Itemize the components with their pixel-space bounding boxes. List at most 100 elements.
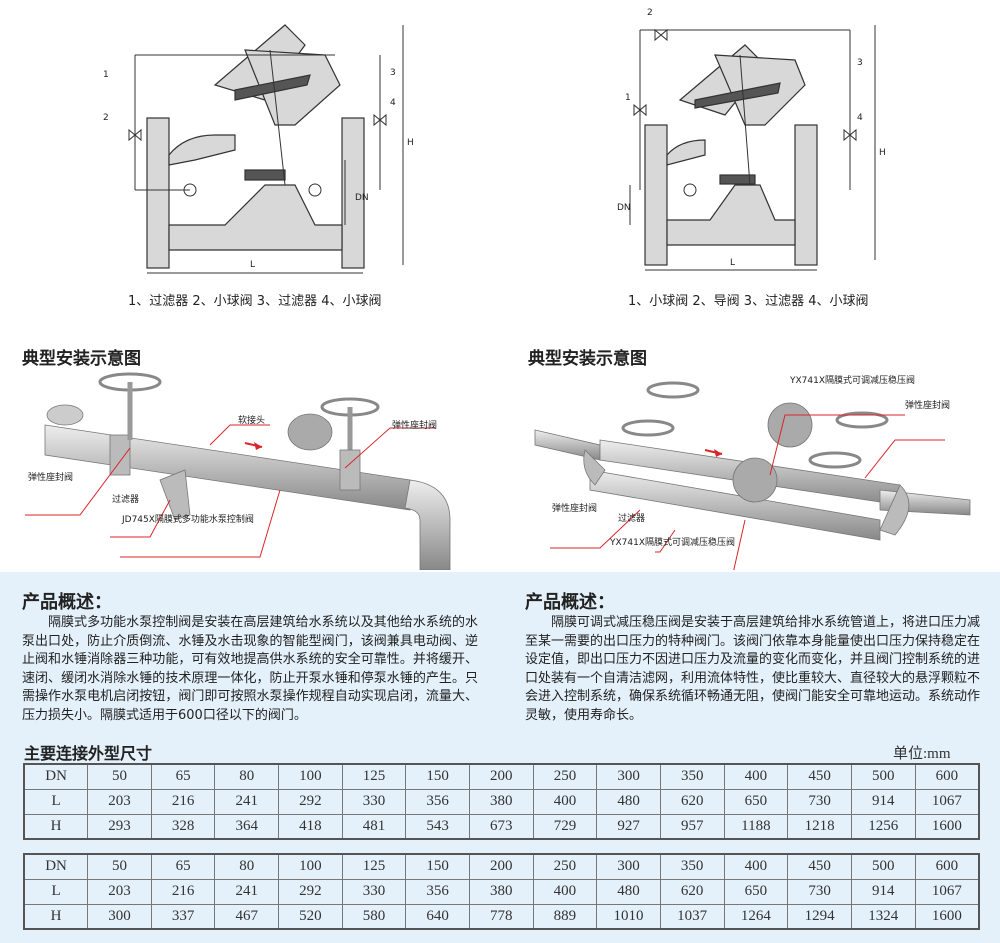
table-cell: 620 bbox=[659, 788, 725, 815]
table-cell: 729 bbox=[532, 813, 598, 840]
callout-pump-control-valve: JD745X隔膜式多功能水泵控制阀 bbox=[122, 515, 254, 525]
row-header: H bbox=[23, 813, 89, 840]
table-cell: 80 bbox=[214, 853, 279, 880]
valve-drawing-right: 1 2 3 4 H DN L bbox=[617, 8, 886, 271]
table-cell: 292 bbox=[278, 878, 343, 905]
table-cell: 1037 bbox=[659, 903, 725, 930]
table-cell: 1188 bbox=[723, 813, 789, 840]
table-cell: 364 bbox=[214, 813, 280, 840]
table-cell: 65 bbox=[150, 853, 216, 880]
table-cell: 620 bbox=[659, 878, 725, 905]
table-cell: 216 bbox=[150, 878, 216, 905]
table-cell: 1600 bbox=[914, 903, 980, 930]
table-cell: 150 bbox=[405, 763, 470, 790]
row-header: L bbox=[23, 878, 89, 905]
label-2: 2 bbox=[647, 8, 653, 18]
table-cell: 350 bbox=[659, 763, 725, 790]
table-cell: 1067 bbox=[914, 788, 980, 815]
row-header: L bbox=[23, 788, 89, 815]
table-cell: 1010 bbox=[596, 903, 661, 930]
table-cell: 400 bbox=[723, 763, 789, 790]
table-cell: 300 bbox=[596, 853, 661, 880]
install-title-left: 典型安装示意图 bbox=[22, 349, 141, 369]
overview-title-left: 产品概述： bbox=[22, 592, 112, 613]
label-4: 4 bbox=[857, 113, 863, 123]
install-diagram-right bbox=[534, 381, 971, 570]
table-cell: 100 bbox=[278, 853, 343, 880]
callout-seal-valve-2: 弹性座封阀 bbox=[392, 421, 438, 431]
callout-filter: 过滤器 bbox=[112, 495, 140, 505]
table-cell: 914 bbox=[850, 878, 916, 905]
label-h: H bbox=[879, 148, 886, 158]
table-cell: 216 bbox=[150, 788, 216, 815]
table-cell: 730 bbox=[787, 788, 852, 815]
callout-prv-valve-top: YX741X隔膜式可调减压稳压阀 bbox=[790, 376, 916, 386]
table-cell: 927 bbox=[596, 813, 661, 840]
table-cell: 480 bbox=[596, 788, 661, 815]
table-cell: 80 bbox=[214, 763, 280, 790]
label-l: L bbox=[730, 258, 735, 268]
callout-seal-valve-left: 弹性座封阀 bbox=[552, 504, 598, 514]
table-cell: 1264 bbox=[723, 903, 789, 930]
table-cell: 481 bbox=[341, 813, 407, 840]
table-cell: 467 bbox=[214, 903, 279, 930]
table-cell: 673 bbox=[468, 813, 534, 840]
table-cell: 200 bbox=[468, 763, 534, 790]
table-cell: 450 bbox=[787, 763, 852, 790]
table-cell: 350 bbox=[659, 853, 725, 880]
callout-flex-joint: 软接头 bbox=[238, 416, 266, 426]
table-cell: 730 bbox=[787, 878, 852, 905]
table-cell: 150 bbox=[405, 853, 470, 880]
drawing-caption-right: 1、小球阀 2、导阀 3、过滤器 4、小球阀 bbox=[628, 294, 869, 309]
overview-text-left: 隔膜式多功能水泵控制阀是安装在高层建筑给水系统以及其他给水系统的水泵出口处，防止… bbox=[22, 615, 478, 723]
label-3: 3 bbox=[390, 68, 396, 78]
table-cell: 520 bbox=[278, 903, 343, 930]
drawing-caption-left: 1、过滤器 2、小球阀 3、过滤器 4、小球阀 bbox=[128, 294, 382, 309]
table-cell: 330 bbox=[341, 878, 407, 905]
table-cell: 50 bbox=[87, 763, 152, 790]
row-header: DN bbox=[23, 763, 89, 790]
table-cell: 1256 bbox=[850, 813, 916, 840]
table-cell: 650 bbox=[723, 788, 789, 815]
install-diagram-left bbox=[25, 372, 451, 570]
table-cell: 480 bbox=[596, 878, 661, 905]
label-h: H bbox=[407, 138, 414, 148]
table-cell: 250 bbox=[532, 763, 598, 790]
table-cell: 778 bbox=[468, 903, 534, 930]
callout-seal-valve-1: 弹性座封阀 bbox=[28, 473, 74, 483]
table-cell: 250 bbox=[532, 853, 598, 880]
table-cell: 400 bbox=[723, 853, 789, 880]
callout-filter: 过滤器 bbox=[618, 514, 646, 524]
label-4: 4 bbox=[390, 98, 396, 108]
row-header: DN bbox=[23, 853, 89, 880]
valve-drawing-left: 1 2 3 4 H DN L bbox=[103, 24, 414, 274]
table-cell: 543 bbox=[405, 813, 470, 840]
table-cell: 1294 bbox=[787, 903, 852, 930]
table-cell: 600 bbox=[914, 763, 980, 790]
callout-prv-valve-bottom: YX741X隔膜式可调减压稳压阀 bbox=[610, 538, 736, 548]
table-cell: 328 bbox=[150, 813, 216, 840]
table-cell: 400 bbox=[532, 788, 598, 815]
table-cell: 65 bbox=[150, 763, 216, 790]
table-cell: 337 bbox=[150, 903, 216, 930]
table-cell: 200 bbox=[468, 853, 534, 880]
table-cell: 1218 bbox=[787, 813, 852, 840]
install-title-right: 典型安装示意图 bbox=[528, 349, 647, 369]
table-cell: 500 bbox=[850, 853, 916, 880]
table-cell: 400 bbox=[532, 878, 598, 905]
table-cell: 957 bbox=[659, 813, 725, 840]
callout-seal-valve-right: 弹性座封阀 bbox=[905, 401, 951, 411]
table-cell: 356 bbox=[405, 878, 470, 905]
label-1: 1 bbox=[625, 93, 631, 103]
overview-title-right: 产品概述： bbox=[525, 592, 615, 613]
table-cell: 100 bbox=[278, 763, 343, 790]
label-3: 3 bbox=[857, 58, 863, 68]
table-cell: 380 bbox=[468, 878, 534, 905]
